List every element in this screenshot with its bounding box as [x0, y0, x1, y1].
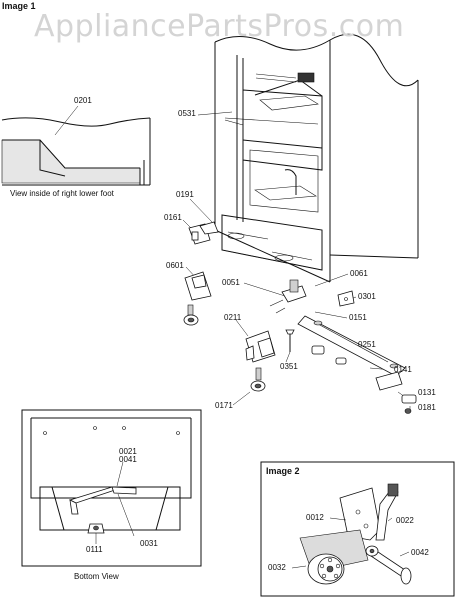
bracket-0211	[245, 330, 276, 363]
watermark-text: AppliancePartsPros.com	[34, 9, 405, 44]
part-label-0021[interactable]: 0021	[119, 447, 137, 456]
part-label-0301[interactable]: 0301	[358, 292, 376, 301]
part-label-0131[interactable]: 0131	[418, 388, 436, 397]
caption-right-foot: View inside of right lower foot	[10, 189, 114, 198]
brace-0251	[297, 315, 406, 377]
image2-label: Image 2	[266, 466, 300, 476]
part-label-0181[interactable]: 0181	[418, 403, 436, 412]
part-label-0041[interactable]: 0041	[119, 455, 137, 464]
part-label-0012[interactable]: 0012	[306, 513, 324, 522]
pins-0131-0181	[401, 394, 417, 414]
bracket-0051	[269, 279, 307, 314]
image1-label: Image 1	[2, 1, 36, 11]
part-label-0061[interactable]: 0061	[350, 269, 368, 278]
plate-0301	[337, 290, 355, 307]
bottom-view-inset	[21, 409, 202, 567]
part-label-0201[interactable]: 0201	[74, 96, 92, 105]
leveling-leg-left	[183, 271, 212, 326]
caption-bottom-view: Bottom View	[74, 572, 119, 581]
roller-0141	[375, 371, 403, 391]
cabinet	[182, 33, 419, 410]
part-label-0251[interactable]: 0251	[358, 340, 376, 349]
part-label-0031[interactable]: 0031	[140, 539, 158, 548]
part-label-0051[interactable]: 0051	[222, 278, 240, 287]
part-label-0211[interactable]: 0211	[224, 313, 242, 322]
part-label-0171[interactable]: 0171	[215, 401, 233, 410]
part-label-0601[interactable]: 0601	[166, 261, 184, 270]
part-label-0351[interactable]: 0351	[280, 362, 298, 371]
part-label-0151[interactable]: 0151	[349, 313, 367, 322]
part-label-0141[interactable]: 0141	[394, 365, 412, 374]
right-foot-inset	[1, 105, 151, 186]
foot-bracket-left	[188, 221, 219, 245]
part-label-0042[interactable]: 0042	[411, 548, 429, 557]
part-label-0111[interactable]: 0111	[86, 545, 103, 554]
rollers-small	[311, 345, 347, 365]
part-label-0191[interactable]: 0191	[176, 190, 194, 199]
image2-inset	[260, 461, 455, 597]
part-label-0022[interactable]: 0022	[396, 516, 414, 525]
screw-0351	[285, 329, 295, 352]
part-label-0161[interactable]: 0161	[164, 213, 182, 222]
part-label-0531[interactable]: 0531	[178, 109, 196, 118]
part-label-0032[interactable]: 0032	[268, 563, 286, 572]
leveling-leg-0171	[250, 367, 266, 392]
